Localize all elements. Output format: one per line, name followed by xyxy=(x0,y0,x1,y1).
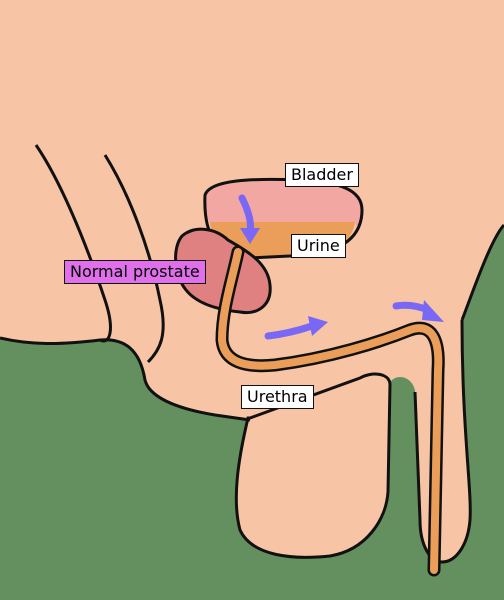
prostate-shape xyxy=(174,227,272,315)
urethra-fill xyxy=(218,248,443,574)
body-outline-right xyxy=(460,223,504,321)
bladder-label: Bladder xyxy=(285,163,359,187)
bladder-shape xyxy=(203,179,362,226)
arrow-icon xyxy=(392,300,444,322)
crease-line-2 xyxy=(103,154,165,364)
urethra-label: Urethra xyxy=(241,385,314,409)
green-background xyxy=(0,225,504,600)
urine-label: Urine xyxy=(291,234,346,258)
arrow-icon xyxy=(238,194,260,244)
arrow-icon xyxy=(264,316,328,340)
scrotum-shape xyxy=(234,372,392,559)
body-outline-left xyxy=(0,336,251,422)
prostate-label: Normal prostate xyxy=(64,260,206,284)
